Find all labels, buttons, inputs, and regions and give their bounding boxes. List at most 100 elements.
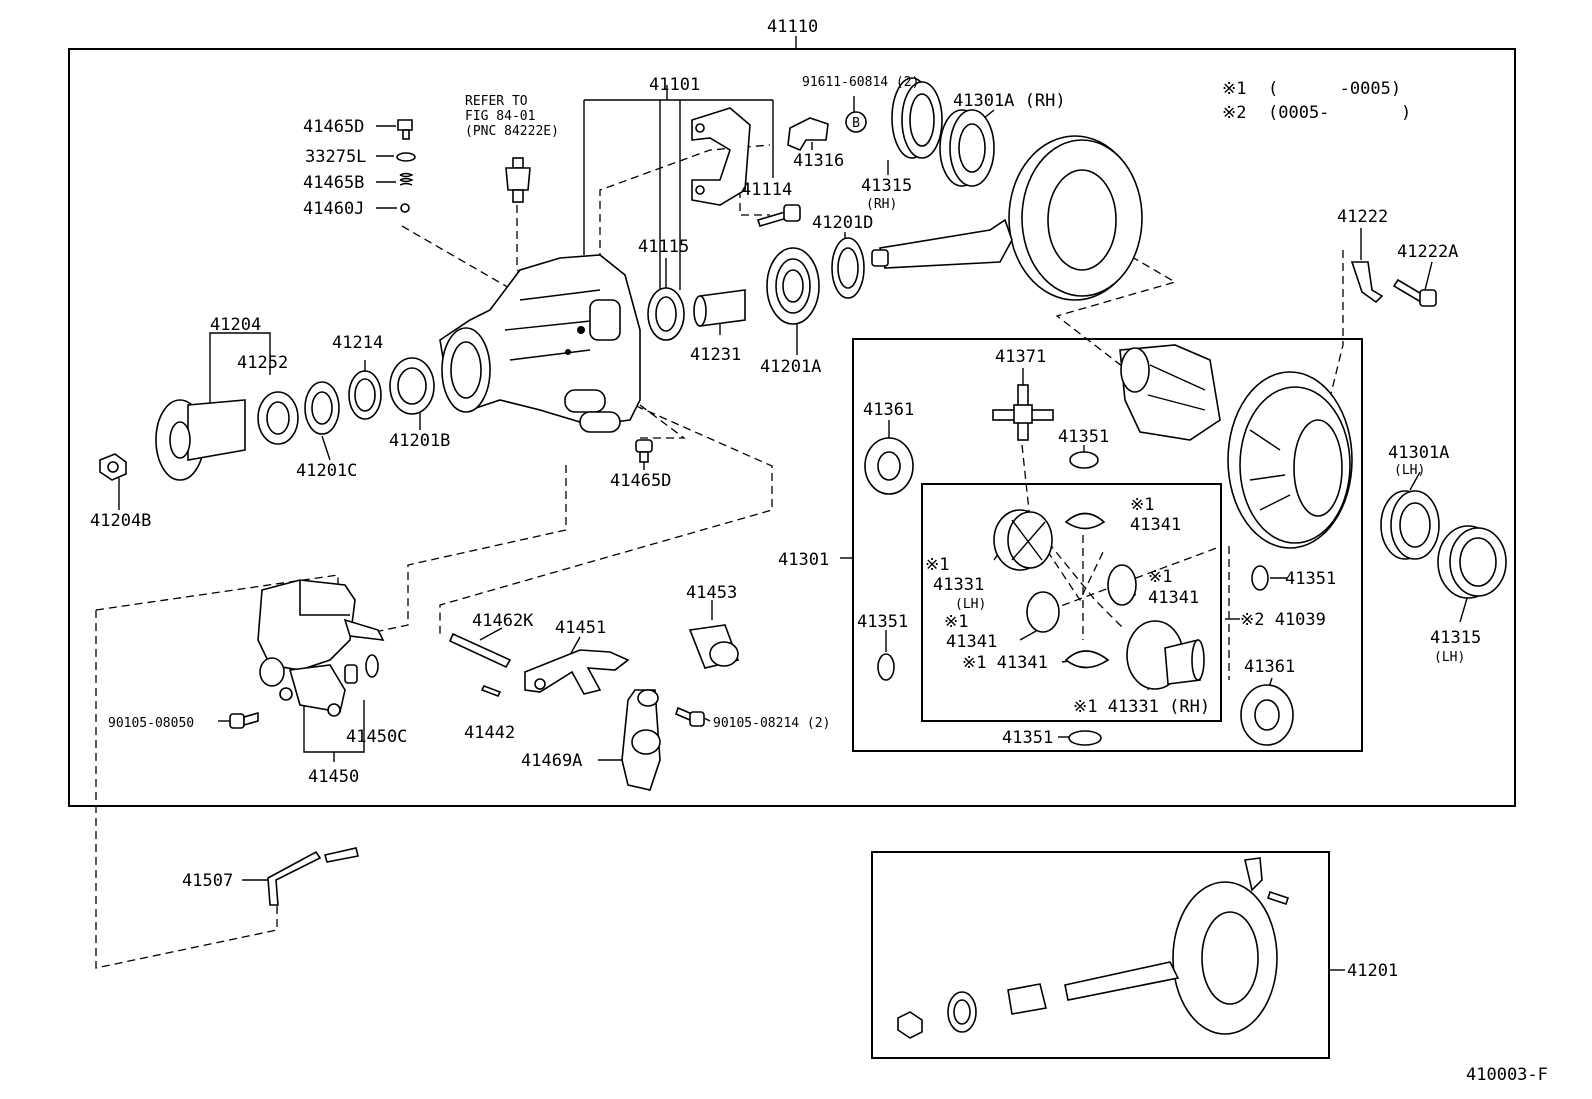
- label-41451: 41451: [555, 618, 606, 638]
- shift-lever: [621, 689, 661, 791]
- label-41361-top: 41361: [863, 400, 914, 420]
- shift-sleeve: [688, 624, 740, 669]
- diff-case-rh: [1119, 344, 1221, 441]
- ring-pinion-kit-box: [871, 851, 1330, 1059]
- label-41214: 41214: [332, 333, 383, 353]
- legend-range-1: ( -0005): [1268, 79, 1401, 99]
- shift-fork: [524, 649, 630, 695]
- legend-mark-1: ※1: [1222, 79, 1246, 99]
- label-41201a: 41201A: [760, 357, 821, 377]
- side-bearing-lh: [1380, 490, 1440, 560]
- label-33275l: 33275L: [305, 147, 366, 167]
- label-41462k: 41462K: [472, 611, 534, 631]
- reference-note-line-2: FIG 84-01: [465, 109, 535, 124]
- label-41341-b: 41341: [1148, 588, 1199, 608]
- label-41201: 41201: [1347, 961, 1398, 981]
- label-41331-lh: 41331: [933, 575, 984, 595]
- side-gear-lh: [993, 509, 1053, 571]
- legend-range-2: (0005- ): [1268, 103, 1411, 123]
- collapsible-spacer: [693, 289, 746, 327]
- label-41110: 41110: [767, 17, 818, 37]
- label-41301a-rh: 41301A (RH): [953, 91, 1066, 111]
- label-41201c: 41201C: [296, 461, 357, 481]
- label-41201d: 41201D: [812, 213, 873, 233]
- side-bearing-rh: [939, 109, 995, 187]
- label-41101: 41101: [649, 75, 700, 95]
- pinion-front-bearing: [766, 247, 820, 325]
- diff-lock-actuator: [257, 579, 385, 717]
- label-41351-left: 41351: [857, 612, 908, 632]
- label-41469a: 41469A: [521, 751, 582, 771]
- label-41460j: 41460J: [303, 199, 364, 219]
- assembly-guide-lines: [95, 144, 1344, 969]
- label-41450: 41450: [308, 767, 359, 787]
- breather-hose: [267, 847, 359, 906]
- label-mark-1-b: ※1: [925, 555, 949, 575]
- nut-lock-and-bolt: [1350, 261, 1437, 307]
- label-lh-note-bearing: (LH): [1394, 463, 1425, 478]
- oil-slinger: [348, 370, 382, 420]
- adjusting-nut-lh: [1437, 525, 1507, 599]
- label-41315-rh: 41315: [861, 176, 912, 196]
- oil-deflector: [257, 391, 299, 445]
- ring-gear-pinion: [871, 135, 1143, 301]
- label-41371: 41371: [995, 347, 1046, 367]
- reference-note: REFER TO FIG 84-01 (PNC 84222E): [465, 94, 559, 139]
- differential-case-box: [852, 338, 1363, 752]
- reference-note-line-1: REFER TO: [465, 94, 528, 109]
- companion-flange: [155, 399, 246, 481]
- label-41231: 41231: [690, 345, 741, 365]
- label-lh-note-gear: (LH): [955, 597, 986, 612]
- pinion-gears: [1026, 512, 1137, 669]
- label-mark-1-c: ※1: [1148, 567, 1172, 587]
- label-41341-d: ※1 41341: [962, 653, 1048, 673]
- label-41442: 41442: [464, 723, 515, 743]
- label-41204: 41204: [210, 315, 261, 335]
- legend: ※1 ( -0005) ※2 (0005- ): [1222, 79, 1411, 123]
- differential-gears-box: [921, 483, 1222, 722]
- label-41351-top: 41351: [1058, 427, 1109, 447]
- label-rh-note: (RH): [866, 197, 897, 212]
- adjusting-nut-lock: [787, 111, 867, 152]
- bolt-90105-08050: [229, 711, 259, 729]
- label-lh-note-nut: (LH): [1434, 650, 1465, 665]
- diagram-id: 410003-F: [1466, 1065, 1548, 1085]
- label-41301: 41301: [778, 550, 829, 570]
- label-41351-bottom: 41351: [1002, 728, 1053, 748]
- front-oil-seal: [304, 381, 340, 435]
- label-41252: 41252: [237, 353, 288, 373]
- o-ring: [365, 654, 379, 678]
- label-41201b: 41201B: [389, 431, 450, 451]
- label-41039: ※2 41039: [1240, 610, 1326, 630]
- pinion-spacer: [831, 237, 865, 299]
- label-41114: 41114: [741, 180, 792, 200]
- label-41341-c: 41341: [946, 632, 997, 652]
- companion-flange-nut: [99, 453, 127, 481]
- pin-41462k: [448, 632, 512, 669]
- label-41465d-top: 41465D: [303, 117, 364, 137]
- ring-pinion-kit: [897, 857, 1290, 1039]
- legend-mark-2: ※2: [1222, 103, 1246, 123]
- label-41331-rh: ※1 41331 (RH): [1073, 697, 1210, 717]
- label-41341-a: 41341: [1130, 515, 1181, 535]
- label-mark-1-a: ※1: [1130, 495, 1154, 515]
- diff-case-lh: [1227, 371, 1353, 549]
- label-41222a: 41222A: [1397, 242, 1458, 262]
- pin-41442: [480, 684, 502, 698]
- label-41450c: 41450C: [346, 727, 407, 747]
- label-41204b: 41204B: [90, 511, 151, 531]
- label-41315-lh: 41315: [1430, 628, 1481, 648]
- reference-note-line-3: (PNC 84222E): [465, 124, 559, 139]
- side-gear-rh: [1126, 620, 1205, 690]
- part-number-labels: 41110 41101 91611-60814 (2) 41301A (RH) …: [90, 17, 1481, 981]
- label-41222: 41222: [1337, 207, 1388, 227]
- label-41316: 41316: [793, 151, 844, 171]
- thrust-washer-41361-b: [1240, 684, 1294, 746]
- thrust-washer-41361-a: [864, 437, 914, 495]
- label-41453: 41453: [686, 583, 737, 603]
- label-mark-1-d: ※1: [944, 612, 968, 632]
- label-41465d-bottom: 41465D: [610, 471, 671, 491]
- cap-bolt: [756, 204, 801, 227]
- label-41361-bottom: 41361: [1244, 657, 1295, 677]
